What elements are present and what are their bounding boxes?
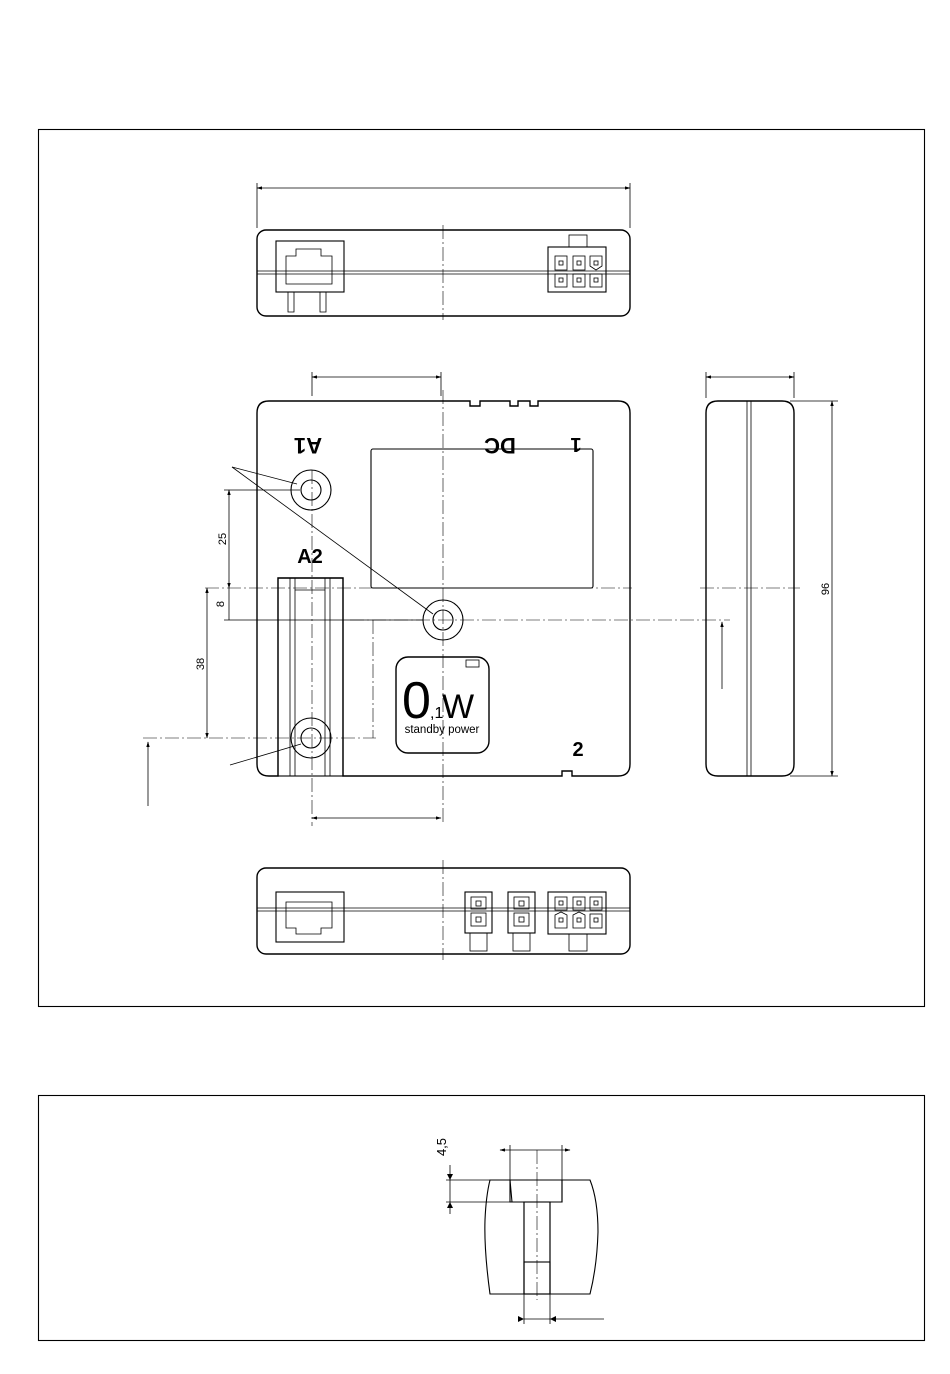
label-two: 2: [572, 739, 583, 761]
label-a2: A2: [297, 546, 323, 568]
connector-6pin-bottom: [548, 892, 606, 951]
dim-38: 38: [195, 658, 207, 670]
label-one: 1: [570, 433, 581, 455]
connector-2pin-1: [465, 892, 492, 951]
dim-8: 8: [215, 601, 227, 607]
label-dc: DC: [484, 433, 516, 458]
bottom-edge-view: [257, 860, 630, 960]
connector-6pin-top: [548, 235, 606, 292]
top-edge-view: [257, 183, 630, 320]
dim-4-5: 4,5: [434, 1138, 449, 1156]
detail-frame: [39, 1096, 925, 1341]
mounting-slot: [278, 578, 343, 776]
label-window: [371, 449, 593, 588]
badge-caption: standby power: [405, 724, 480, 736]
countersink-section: [446, 1145, 604, 1324]
badge-unit: W: [442, 688, 474, 726]
badge-big: 0: [402, 672, 431, 730]
dim-96: 96: [820, 583, 832, 595]
label-a1: A1: [294, 433, 322, 458]
dim-25: 25: [217, 533, 229, 545]
front-view: [143, 372, 730, 826]
connector-2pin-2: [508, 892, 535, 951]
side-view: [700, 372, 838, 776]
main-drawing-frame: [39, 130, 925, 1007]
